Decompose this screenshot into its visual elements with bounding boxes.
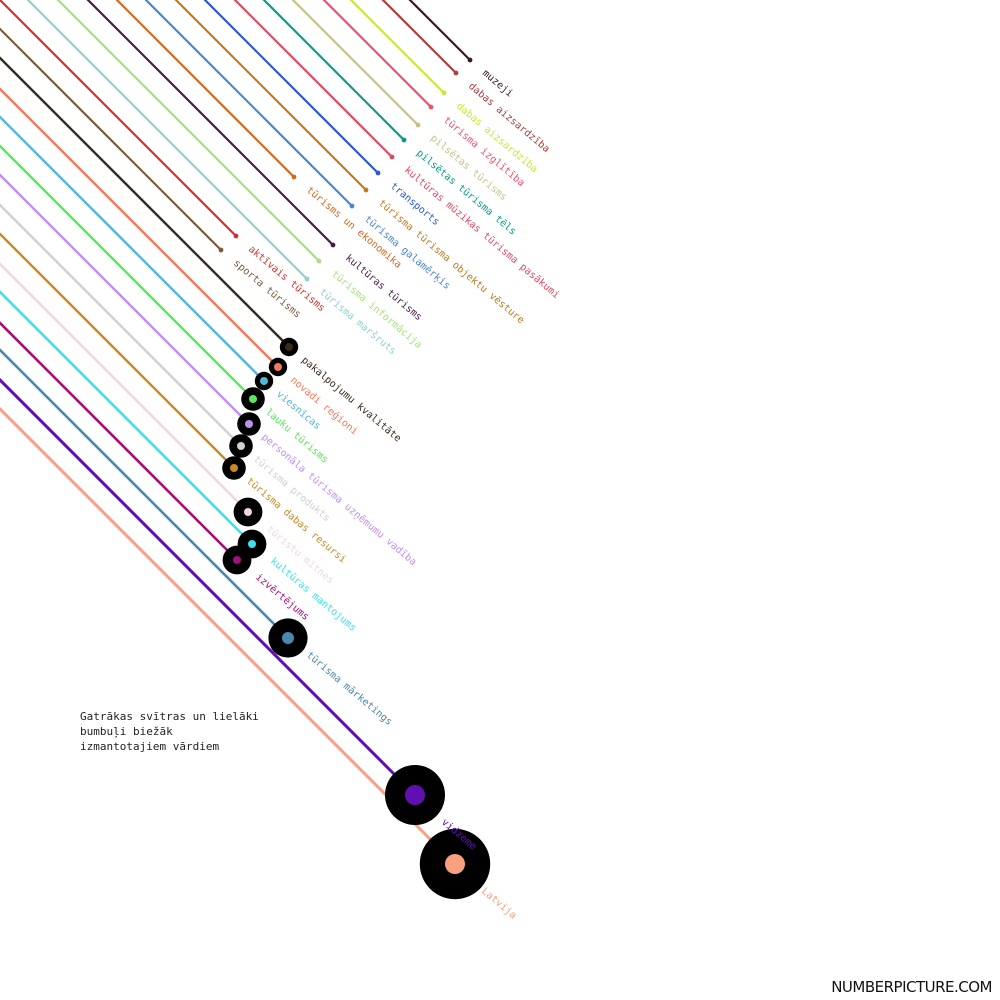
term-12-dot (316, 258, 322, 264)
term-26-dot (282, 632, 294, 644)
term-18-dot (260, 377, 268, 385)
term-3-dot (428, 104, 434, 110)
term-16-line (0, 56, 290, 348)
term-24-dot (248, 540, 256, 548)
term-0-dot (467, 57, 473, 63)
term-21-line (0, 203, 242, 447)
term-19-dot (249, 395, 257, 403)
term-2-dot (441, 90, 447, 96)
term-15-line (0, 27, 222, 251)
term-9-dot (349, 203, 355, 209)
term-8-line (174, 0, 367, 191)
term-6-dot (389, 154, 395, 160)
term-26-line (0, 348, 289, 639)
term-18-line (0, 115, 265, 382)
term-6-line (233, 0, 393, 158)
term-14-line (0, 0, 237, 237)
term-11-line (86, 0, 334, 246)
term-5-dot (401, 137, 407, 143)
term-22-line (0, 232, 235, 469)
term-25-line (0, 321, 238, 561)
term-12-line (56, 0, 320, 262)
term-27-line (0, 377, 417, 797)
term-28-dot (445, 854, 465, 874)
caption-line-2: bumbuļi biežāk (80, 725, 173, 738)
caption-line-1: Gatrākas svītras un lielāki (80, 710, 259, 723)
term-27-dot (405, 785, 425, 805)
term-24-line (0, 290, 253, 545)
term-23-line (0, 262, 249, 513)
term-9-line (144, 0, 353, 207)
term-10-line (115, 0, 295, 178)
term-11-dot (330, 242, 336, 248)
term-23-dot (244, 508, 252, 516)
term-1-dot (453, 70, 459, 76)
term-25-dot (233, 556, 241, 564)
chart-caption: Gatrākas svītras un lielāki bumbuļi biež… (80, 709, 280, 754)
term-20-line (0, 173, 250, 425)
term-7-dot (375, 170, 381, 176)
term-19-line (0, 144, 254, 400)
term-16-dot (285, 343, 293, 351)
term-14-dot (233, 233, 239, 239)
term-17-line (0, 87, 279, 368)
caption-line-3: izmantotajiem vārdiem (80, 740, 220, 753)
term-26-label: tūrisma mārketings (304, 650, 394, 728)
term-28-label: Latvija (479, 886, 518, 922)
term-22-dot (230, 464, 238, 472)
brand-logo-text: NUMBERPICTURE.COM (831, 978, 992, 996)
term-15-dot (218, 247, 224, 253)
term-17-dot (274, 363, 282, 371)
term-4-dot (415, 122, 421, 128)
term-10-dot (291, 174, 297, 180)
term-13-line (26, 0, 308, 280)
term-20-dot (245, 420, 253, 428)
term-21-dot (237, 442, 245, 450)
term-8-dot (363, 187, 369, 193)
term-13-dot (304, 276, 310, 282)
term-7-line (203, 0, 379, 174)
term-28-line (0, 406, 457, 866)
